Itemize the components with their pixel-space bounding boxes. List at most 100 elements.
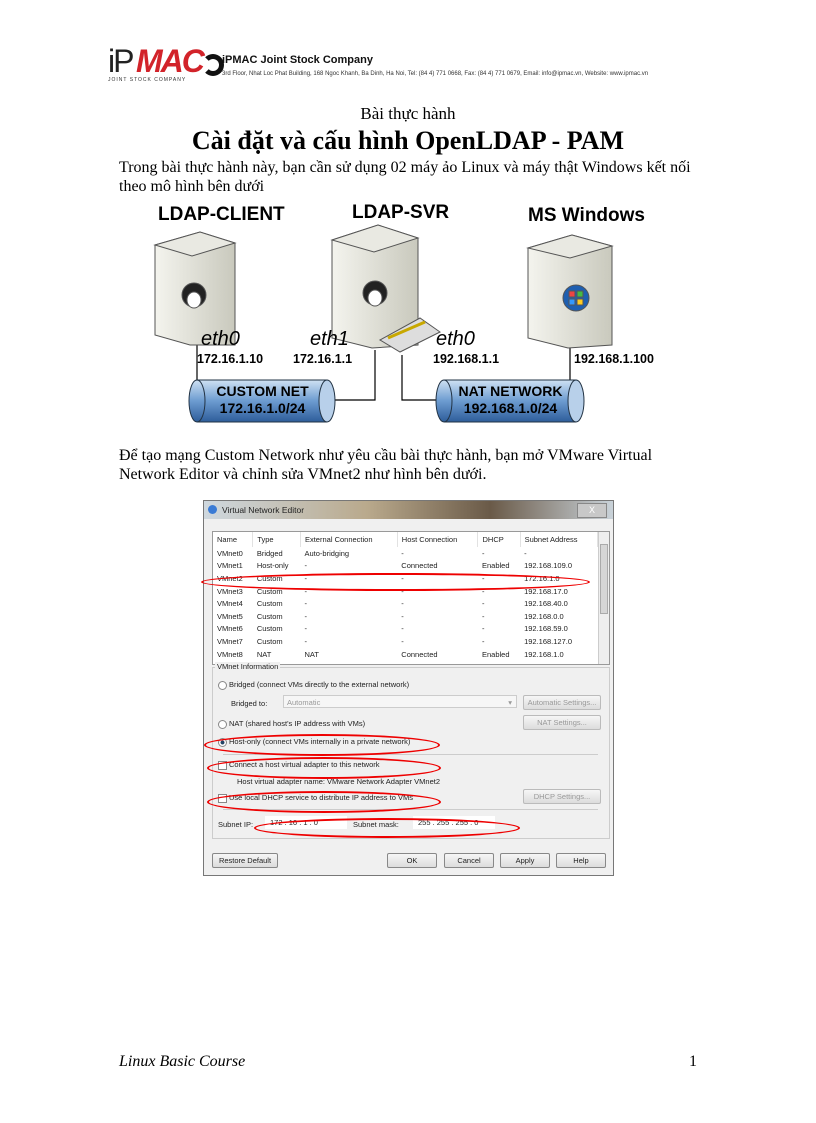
pipe-nat-network xyxy=(435,379,585,423)
logo-mac-mark: MAC xyxy=(136,43,205,79)
host-label-ms-windows: MS Windows xyxy=(528,205,645,226)
table-cell: Enabled xyxy=(481,561,510,571)
connection-lines xyxy=(196,345,571,401)
table-cell: - xyxy=(481,611,485,621)
table-cell: - xyxy=(401,548,404,558)
table-cell: - xyxy=(304,599,307,609)
close-button[interactable]: X xyxy=(577,503,607,518)
vmnet-list[interactable]: Name Type External Connection Host Conne… xyxy=(212,531,610,665)
server-ms-windows xyxy=(526,234,614,349)
network-diagram: LDAP-CLIENT LDAP-SVR MS Windows eth0 eth… xyxy=(0,0,816,440)
restore-default-button[interactable]: Restore Default xyxy=(212,853,278,868)
bridged-to-select[interactable]: Automatic▾ xyxy=(283,695,517,708)
scroll-thumb[interactable] xyxy=(600,544,608,614)
table-cell: - xyxy=(401,624,404,634)
table-cell: 192.168.127.0 xyxy=(524,636,573,646)
table-cell: VMnet4 xyxy=(217,599,243,609)
table-cell: - xyxy=(481,548,485,558)
radio-nat[interactable]: NAT (shared host's IP address with VMs) xyxy=(218,719,365,729)
table-cell: VMnet0 xyxy=(217,548,243,558)
network-name: NAT NETWORK xyxy=(458,383,563,399)
table-cell: - xyxy=(524,548,527,558)
iface-label: eth0 xyxy=(201,328,240,350)
table-cell: - xyxy=(401,611,404,621)
ok-button[interactable]: OK xyxy=(387,853,437,868)
table-cell: - xyxy=(481,586,485,596)
apply-button[interactable]: Apply xyxy=(500,853,550,868)
table-cell: Bridged xyxy=(256,548,283,558)
table-cell: Connected xyxy=(401,561,438,571)
logo-ring-icon xyxy=(202,54,224,76)
col-subnet[interactable]: Subnet Address xyxy=(520,532,599,547)
table-cell: - xyxy=(481,624,485,634)
table-cell: 192.168.17.0 xyxy=(524,586,568,596)
pipe-custom-net xyxy=(188,379,336,423)
table-row[interactable]: VMnet8 NAT NAT Connected Enabled 192.168.1.0 xyxy=(213,648,598,661)
table-cell: 192.168.109.0 xyxy=(524,561,573,571)
col-host[interactable]: Host Connection xyxy=(397,532,479,547)
col-name[interactable]: Name xyxy=(213,532,254,547)
subtitle: Bài thực hành xyxy=(360,104,456,123)
col-type[interactable]: Type xyxy=(252,532,301,547)
highlight-vmnet2 xyxy=(201,573,590,591)
iface-label: eth0 xyxy=(436,328,475,350)
highlight-host-only xyxy=(204,734,440,756)
table-cell: VMnet1 xyxy=(217,561,243,571)
title-bar: Virtual Network Editor X xyxy=(204,501,613,519)
highlight-dhcp xyxy=(207,791,441,813)
table-cell: - xyxy=(304,611,307,621)
table-row[interactable]: VMnet1 Host-only - Connected Enabled 192.168.… xyxy=(213,560,598,573)
footer-course: Linux Basic Course xyxy=(119,1053,246,1070)
host-label-ldap-svr: LDAP-SVR xyxy=(352,202,450,223)
table-cell: 192.168.1.0 xyxy=(524,649,564,659)
automatic-settings-button[interactable]: Automatic Settings... xyxy=(523,695,601,710)
divider xyxy=(223,809,598,810)
virtual-network-editor-dialog: Virtual Network Editor X Name Type Exter… xyxy=(201,500,614,876)
iface-ip: 192.168.1.100 xyxy=(574,352,654,366)
help-button[interactable]: Help xyxy=(556,853,606,868)
company-name: iPMAC Joint Stock Company xyxy=(222,54,373,66)
logo-ip-mark: iP xyxy=(108,43,134,79)
cancel-button[interactable]: Cancel xyxy=(444,853,494,868)
iface-label: eth1 xyxy=(310,328,349,350)
server-ldap-svr xyxy=(330,224,441,353)
diagram-graphics xyxy=(153,224,614,423)
table-cell: Custom xyxy=(256,611,283,621)
table-cell: Custom xyxy=(256,624,283,634)
table-cell: - xyxy=(401,636,404,646)
table-cell: - xyxy=(304,586,307,596)
col-dhcp[interactable]: DHCP xyxy=(477,532,521,547)
table-cell: Enabled xyxy=(481,649,510,659)
table-cell: - xyxy=(304,561,307,571)
col-external[interactable]: External Connection xyxy=(300,532,398,547)
iface-ip: 172.16.1.10 xyxy=(197,352,264,366)
network-icon xyxy=(208,505,217,514)
table-cell: 192.168.59.0 xyxy=(524,624,568,634)
table-cell: VMnet8 xyxy=(217,649,243,659)
table-cell: - xyxy=(401,586,404,596)
table-cell: Host-only xyxy=(256,561,289,571)
radio-bridged[interactable]: Bridged (connect VMs directly to the ext… xyxy=(218,680,409,690)
adapter-name: Host virtual adapter name: VMware Networ… xyxy=(237,777,441,786)
company-address: 3rd Floor, Nhat Loc Phat Building, 168 N… xyxy=(222,71,649,77)
list-scrollbar[interactable] xyxy=(598,532,609,664)
table-cell: NAT xyxy=(304,649,319,659)
dhcp-settings-button[interactable]: DHCP Settings... xyxy=(523,789,601,804)
host-label-ldap-client: LDAP-CLIENT xyxy=(158,204,285,225)
nat-settings-button[interactable]: NAT Settings... xyxy=(523,715,601,730)
table-cell: VMnet6 xyxy=(217,624,243,634)
table-cell: VMnet5 xyxy=(217,611,243,621)
table-cell: VMnet7 xyxy=(217,636,243,646)
table-cell: - xyxy=(401,599,404,609)
table-cell: Connected xyxy=(401,649,438,659)
table-cell: NAT xyxy=(256,649,272,659)
radio-nat-label: NAT (shared host's IP address with VMs) xyxy=(229,719,366,728)
page-number: 1 xyxy=(689,1053,697,1070)
